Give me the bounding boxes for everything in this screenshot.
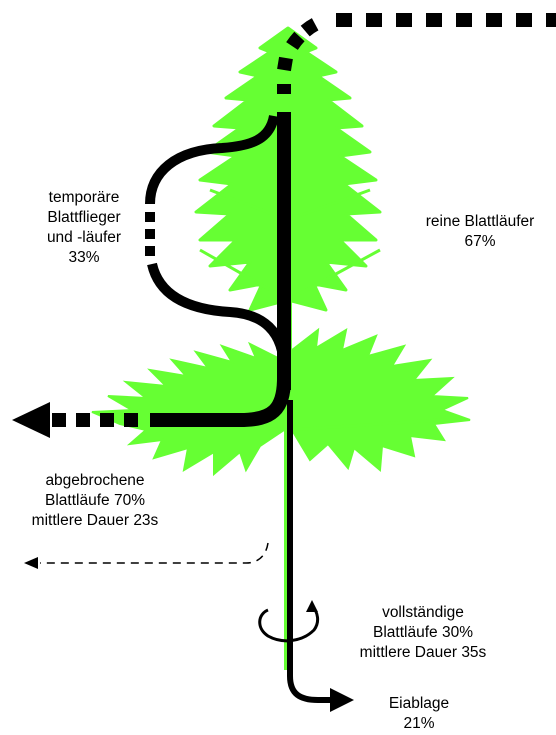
- thin-dashed-arrow: [24, 543, 268, 569]
- label-aborted-line1: abgebrochene: [20, 471, 170, 491]
- label-oviposition-line2: 21%: [374, 714, 464, 734]
- label-oviposition: Eiablage 21%: [374, 694, 464, 734]
- label-temporary-line2: Blattflieger: [32, 208, 136, 228]
- label-pure-runners-line1: reine Blattläufer: [410, 212, 550, 232]
- label-temporary-line3: und -läufer: [32, 228, 136, 248]
- label-oviposition-line1: Eiablage: [374, 694, 464, 714]
- label-pure-runners: reine Blattläufer 67%: [410, 212, 550, 252]
- label-pure-runners-line2: 67%: [410, 232, 550, 252]
- label-complete-line2: Blattläufe 30%: [348, 623, 498, 643]
- label-temporary-flyers: temporäre Blattflieger und -läufer 33%: [32, 188, 136, 268]
- label-complete-line3: mittlere Dauer 35s: [348, 643, 498, 663]
- label-temporary-line1: temporäre: [32, 188, 136, 208]
- label-temporary-line4: 33%: [32, 248, 136, 268]
- label-complete-runs: vollständige Blattläufe 30% mittlere Dau…: [348, 603, 498, 663]
- label-complete-line1: vollständige: [348, 603, 498, 623]
- label-aborted-line3: mittlere Dauer 23s: [20, 511, 170, 531]
- label-aborted-runs: abgebrochene Blattläufe 70% mittlere Dau…: [20, 471, 170, 531]
- label-aborted-line2: Blattläufe 70%: [20, 491, 170, 511]
